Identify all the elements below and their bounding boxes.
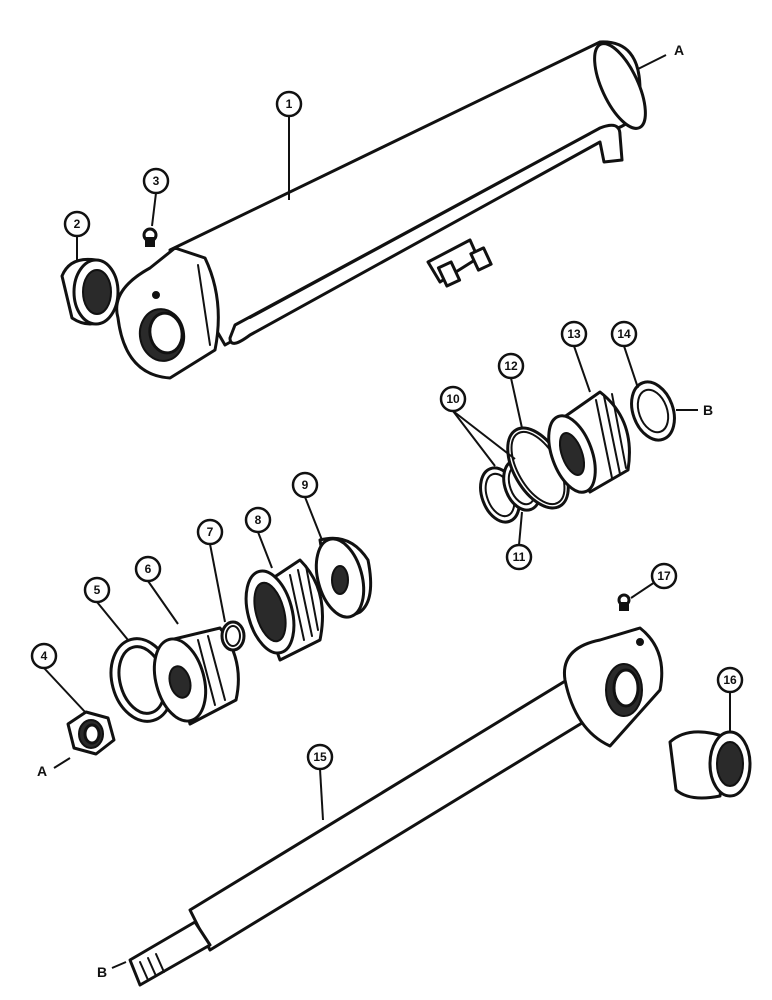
callout-2: 2 [63,210,91,238]
reference-b-bottom: B [97,964,107,980]
grease-fitting-bottom [617,593,631,611]
reference-a-bottom: A [37,763,47,779]
bushing-right [668,730,752,800]
callout-6-label: 6 [145,562,152,576]
callout-12-label: 12 [504,359,518,373]
spacer [314,536,373,619]
callout-5-label: 5 [94,583,101,597]
callout-8: 8 [244,506,272,534]
callout-15: 15 [306,743,334,771]
callout-1-label: 1 [286,97,293,111]
callout-8-label: 8 [255,513,262,527]
piston [152,626,240,726]
reference-b-top: B [703,402,713,418]
callout-17: 17 [650,562,678,590]
grease-fitting-top [142,227,158,247]
callout-13-label: 13 [567,327,581,341]
callout-17-label: 17 [657,569,671,583]
gland-nut-threaded [244,558,324,662]
callout-12: 12 [497,352,525,380]
callout-7: 7 [196,518,224,546]
hex-nut [66,710,116,756]
callout-6: 6 [134,555,162,583]
callout-4: 4 [30,642,58,670]
bushing-left [60,257,120,326]
cylinder-barrel [115,40,647,380]
callout-11: 11 [505,543,533,571]
callout-11-label: 11 [513,550,526,564]
callout-10: 10 [439,385,467,413]
rod-guide-head [547,390,631,494]
callout-14-label: 14 [617,327,631,341]
callout-9-label: 9 [302,478,309,492]
o-ring-small [220,620,246,652]
callout-3: 3 [142,167,170,195]
callout-16: 16 [716,666,744,694]
callout-15-label: 15 [313,750,327,764]
callout-1: 1 [275,90,303,118]
callout-5: 5 [83,576,111,604]
callout-13: 13 [560,320,588,348]
callout-16-label: 16 [723,673,737,687]
reference-a-top: A [674,42,684,58]
callout-10-label: 10 [446,392,460,406]
callout-4-label: 4 [41,649,48,663]
callout-2-label: 2 [74,217,81,231]
wiper-ring [630,380,676,442]
callout-3-label: 3 [153,174,160,188]
callout-7-label: 7 [207,525,214,539]
piston-rod [128,626,664,987]
callout-9: 9 [291,471,319,499]
callout-14: 14 [610,320,638,348]
